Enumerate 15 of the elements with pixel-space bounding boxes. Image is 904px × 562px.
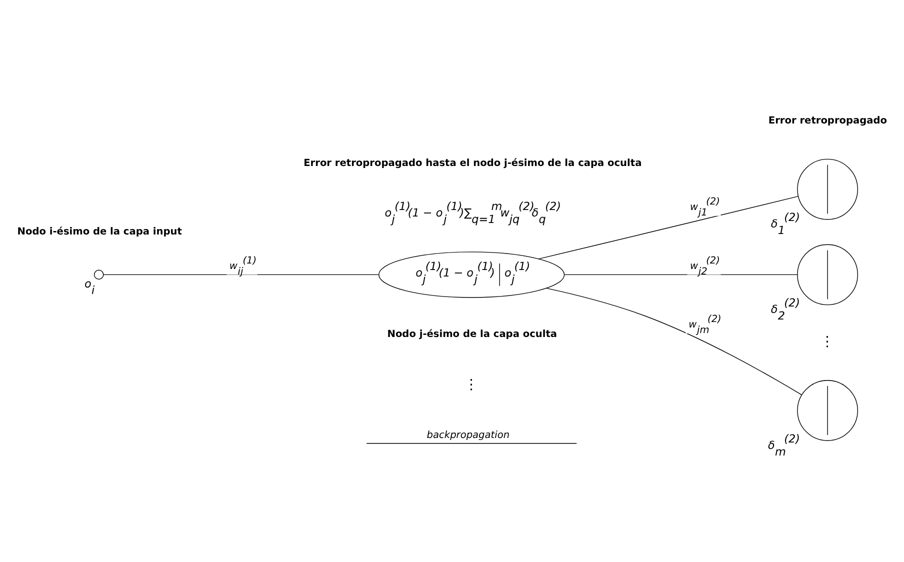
- connector: [538, 196, 799, 260]
- connector: [546, 288, 802, 396]
- node-circle: [94, 270, 104, 280]
- connector: [564, 274, 798, 276]
- node-circle: [797, 380, 858, 441]
- label: ⋮: [464, 376, 478, 393]
- node-circle: [797, 158, 858, 220]
- label: backpropagation: [426, 430, 510, 441]
- connector: [103, 274, 380, 276]
- label: Error retropropagado: [768, 115, 888, 126]
- node-label: Error retropropagado hasta el nodo j-ésimo de la capa oculta: [304, 158, 642, 169]
- label: ⋮: [820, 334, 834, 350]
- node-circle: [797, 244, 858, 306]
- label: Nodo i-ésimo de la capa input: [17, 226, 182, 238]
- node-label: Nodo j-ésimo de la capa oculta: [387, 328, 558, 340]
